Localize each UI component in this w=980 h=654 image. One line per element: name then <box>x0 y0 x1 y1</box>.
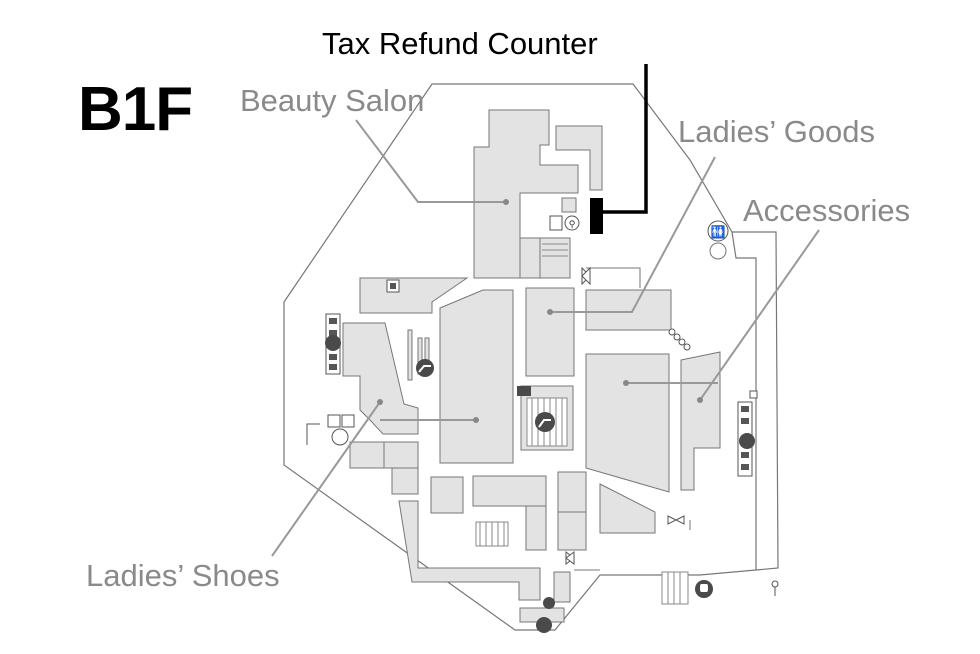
store-lower-right-1[interactable] <box>557 471 587 513</box>
store-stair-top[interactable] <box>539 237 571 279</box>
store-lower-right-2[interactable] <box>557 511 587 551</box>
store-lower-center-3[interactable] <box>525 505 547 551</box>
building-outline <box>283 83 779 631</box>
store-lower-center-1[interactable] <box>430 476 464 514</box>
store-bottom-corridor[interactable] <box>398 500 541 601</box>
store-right-tall[interactable] <box>680 351 721 491</box>
store-ladies-goods[interactable] <box>585 289 672 331</box>
accessories-label[interactable]: Accessories <box>743 193 911 228</box>
tax-refund-counter-marker[interactable] <box>590 198 603 234</box>
door-symbols <box>565 266 685 565</box>
store-small-1[interactable] <box>561 197 577 213</box>
svg-text:⚲: ⚲ <box>569 220 576 230</box>
ladies-goods-leader <box>550 156 716 313</box>
beauty-salon-leader <box>355 119 506 203</box>
restroom-icon-top: ⚲ <box>549 215 580 231</box>
store-lower-left-1[interactable] <box>349 441 385 469</box>
elevator-icon <box>386 279 531 396</box>
store-small-2[interactable] <box>519 237 541 279</box>
svg-text:🚻: 🚻 <box>711 225 726 239</box>
tax-refund-leader-line <box>603 64 648 214</box>
ladies-goods-label[interactable]: Ladies’ Goods <box>678 114 876 149</box>
store-bottom-small[interactable] <box>553 571 571 603</box>
store-center-right[interactable] <box>525 287 575 377</box>
tax-refund-counter-label[interactable]: Tax Refund Counter <box>322 26 598 61</box>
store-center-main[interactable] <box>439 289 514 464</box>
ladies-shoes-label[interactable]: Ladies’ Shoes <box>86 558 280 593</box>
store-lower-center-2[interactable] <box>472 475 547 507</box>
atm-icon <box>325 335 755 633</box>
store-lower-left-3[interactable] <box>391 467 419 495</box>
store-top-corridor[interactable] <box>555 125 603 191</box>
store-lower-right-3[interactable] <box>599 483 656 534</box>
store-ladies-shoes[interactable] <box>342 322 419 435</box>
info-icon <box>543 597 555 609</box>
restroom-icon: 🚻 <box>707 220 729 260</box>
escalator-icon <box>416 359 555 432</box>
store-lower-left-2[interactable] <box>383 441 419 469</box>
locker-icon <box>749 390 779 596</box>
accessories-leader <box>699 229 820 401</box>
ladies-shoes-leader <box>271 401 381 557</box>
restroom-icon-left <box>306 414 355 446</box>
train-icon <box>695 580 713 598</box>
floor-label: B1F <box>78 75 193 144</box>
store-accessories[interactable] <box>585 353 670 493</box>
beauty-salon-label[interactable]: Beauty Salon <box>240 83 425 118</box>
